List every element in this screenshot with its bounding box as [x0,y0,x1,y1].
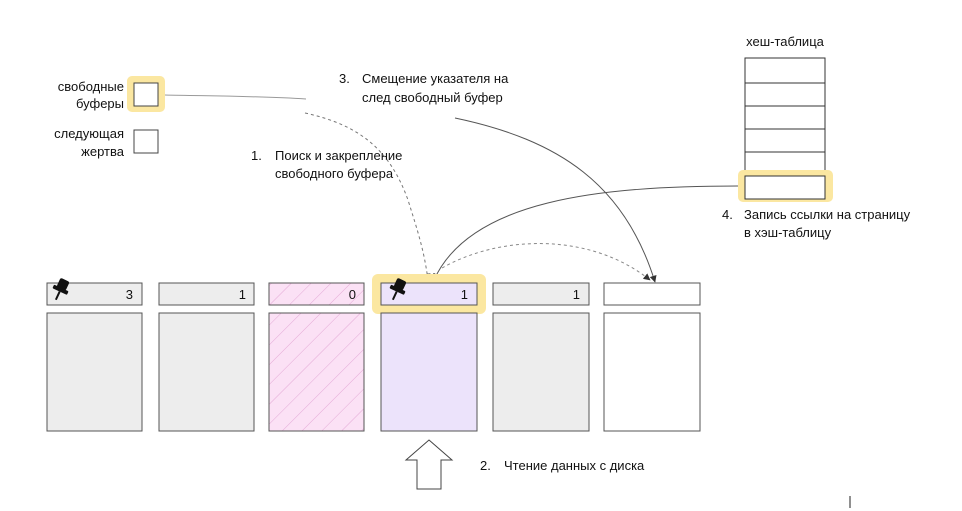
free-buffers-pointer-line [164,94,307,100]
buffer-header [380,282,478,306]
pushpin-icon [389,278,407,301]
step-1-label: 1. Поиск и закрепление свободного буфера [251,148,402,181]
free-buffers-label-line2: буферы [76,96,124,111]
buffer-header [492,282,590,306]
buffer-page [380,312,478,432]
buffer-header [158,282,255,306]
buffer [603,282,701,432]
free-buffers-label-line1: свободные [58,79,124,94]
step-4-line2: в хэш-таблицу [744,225,832,240]
pushpin-icon [52,278,70,301]
step-1-arrow [304,112,431,281]
step-2-label: 2. Чтение данных с диска [480,458,645,473]
step-3-label: 3. Смещение указателя на след свободный … [339,71,509,105]
next-victim-label-line2: жертва [81,144,125,159]
step-3-line1: Смещение указателя на [362,71,509,86]
step-2-line1: Чтение данных с диска [504,458,645,473]
buffer-header [46,282,143,306]
buffer-header [268,282,365,306]
buffer: 1 [158,282,255,432]
step-1-number: 1. [251,148,262,163]
hash-table: хеш-таблица [738,34,833,202]
step-4-arrow [433,185,739,281]
next-victim-pointer-box [133,129,159,154]
buffer-page [268,312,365,432]
buffer-pin-count: 0 [349,287,356,302]
buffer: 1 [492,282,590,432]
buffer-pin-count: 1 [239,287,246,302]
buffer: 3 [46,278,143,432]
buffer-page [492,312,590,432]
buffer-page [46,312,143,432]
buffer-pin-count: 1 [461,287,468,302]
connectors [164,94,739,283]
step-4-number: 4. [722,207,733,222]
hash-table-new-entry [744,175,826,200]
step-1-line1: Поиск и закрепление [275,148,402,163]
buffer-pin-count: 1 [573,287,580,302]
disk-read-arrow-icon [404,439,454,490]
legend: свободные буферы следующая жертва [54,76,165,159]
step-3-arrow [454,117,657,283]
step-3-line2: след свободный буфер [362,90,503,105]
pointer-move-arrow [441,243,651,281]
step-4-label: 4. Запись ссылки на страницу в хэш-табли… [722,207,911,240]
step-3-number: 3. [339,71,350,86]
buffer-pool: 3 1 0 1 [46,274,701,432]
free-buffers-pointer-box [133,82,159,107]
buffer-header [603,282,701,306]
buffer: 1 [372,274,486,432]
step-2-number: 2. [480,458,491,473]
buffer-page [603,312,701,432]
buffer-pin-count: 3 [126,287,133,302]
step-1-line2: свободного буфера [275,166,394,181]
hash-table-title: хеш-таблица [746,34,825,49]
step-4-line1: Запись ссылки на страницу [744,207,911,222]
buffer: 0 [268,282,365,432]
next-victim-label-line1: следующая [54,126,124,141]
buffer-page [158,312,255,432]
